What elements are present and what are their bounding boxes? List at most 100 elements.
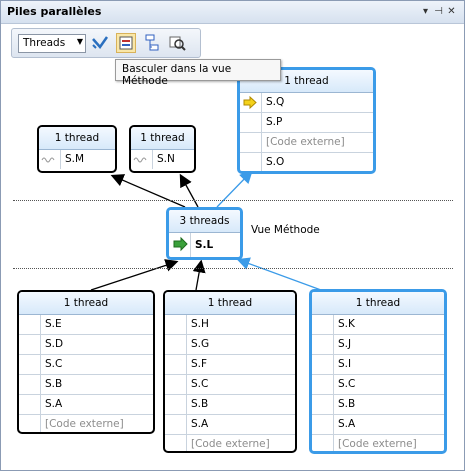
frame-label: S.A (45, 398, 63, 410)
tooltip-text: Basculer dans la vue Méthode (122, 63, 232, 87)
toolbar: Threads ▼ (11, 28, 201, 58)
frame-row[interactable]: S.N (131, 150, 194, 169)
frame-row[interactable]: S.A (165, 415, 295, 435)
frame-row[interactable]: [Code externe] (312, 435, 444, 451)
frame-row[interactable]: S.B (165, 395, 295, 415)
frame-label: [Code externe] (338, 438, 417, 450)
gutter (312, 395, 334, 414)
stack-node-center[interactable]: 3 threads S.L (166, 207, 243, 260)
frame-label: S.A (191, 418, 209, 430)
gutter (165, 415, 187, 434)
view-select[interactable]: Threads ▼ (18, 34, 86, 53)
gutter (165, 315, 187, 334)
gutter (19, 335, 41, 354)
frame-label: S.H (191, 318, 209, 330)
current-frame-arrow-icon (240, 93, 262, 112)
chevron-down-icon: ▼ (76, 37, 83, 46)
gutter (240, 133, 262, 152)
frame-row[interactable]: S.P (240, 113, 373, 133)
frame-row[interactable]: S.O (240, 153, 373, 171)
frame-label: S.G (191, 338, 210, 350)
frame-label: [Code externe] (191, 438, 270, 450)
stack-node-top-mid[interactable]: 1 thread S.N (129, 125, 196, 173)
gutter (240, 153, 262, 171)
frame-row[interactable]: S.C (19, 355, 153, 375)
divider (13, 200, 453, 201)
frame-label: [Code externe] (45, 418, 124, 430)
gutter (165, 375, 187, 394)
gutter (312, 415, 334, 434)
frame-row[interactable]: S.D (19, 335, 153, 355)
gutter (131, 150, 153, 169)
frame-label: S.C (45, 358, 63, 370)
gutter (312, 335, 334, 354)
gutter (312, 435, 334, 451)
node-header: 1 thread (312, 292, 444, 315)
frame-row[interactable]: [Code externe] (165, 435, 295, 451)
frame-label: S.F (191, 358, 208, 370)
frame-row[interactable]: S.Q (240, 93, 373, 113)
frame-label: S.A (338, 418, 356, 430)
frame-row[interactable]: S.C (165, 375, 295, 395)
gutter (165, 335, 187, 354)
frame-row[interactable]: S.A (312, 415, 444, 435)
frame-label: S.O (266, 156, 285, 168)
frame-label: S.P (266, 116, 283, 128)
stack-node-bottom-right[interactable]: 1 thread S.K S.J S.I S.C S.B S.A [Code e… (309, 289, 447, 454)
frame-row[interactable]: S.B (19, 375, 153, 395)
stack-node-top-right[interactable]: 1 thread S.Q S.P [Code externe] S.O (237, 67, 376, 174)
gutter (19, 355, 41, 374)
frame-row[interactable]: S.M (39, 150, 115, 169)
call-arrows (90, 170, 322, 291)
frame-label: [Code externe] (266, 136, 345, 148)
gutter (312, 315, 334, 334)
stack-node-bottom-mid[interactable]: 1 thread S.H S.G S.F S.C S.B S.A [Code e… (163, 290, 297, 453)
frame-row[interactable]: S.C (312, 375, 444, 395)
gutter (19, 375, 41, 394)
stack-node-top-left[interactable]: 1 thread S.M (37, 125, 117, 173)
frame-label: S.B (45, 378, 63, 390)
frame-row[interactable]: S.G (165, 335, 295, 355)
frame-label: S.D (45, 338, 64, 350)
stack-node-bottom-left[interactable]: 1 thread S.E S.D S.C S.B S.A [Code exter… (17, 290, 155, 434)
frame-row[interactable]: S.H (165, 315, 295, 335)
gutter (19, 395, 41, 414)
method-view-label: Vue Méthode (251, 224, 320, 236)
frame-row[interactable]: [Code externe] (240, 133, 373, 153)
gutter (39, 150, 61, 169)
title-bar: Piles parallèles ▾ ⊣ ✕ (1, 1, 464, 24)
gutter (240, 113, 262, 132)
frame-label: S.I (338, 358, 352, 370)
frame-row[interactable]: S.B (312, 395, 444, 415)
frame-row[interactable]: S.K (312, 315, 444, 335)
frame-label: S.K (338, 318, 355, 330)
close-icon[interactable]: ✕ (447, 6, 456, 17)
node-header: 1 thread (19, 292, 153, 315)
frame-label: S.J (338, 338, 352, 350)
frame-row[interactable]: S.F (165, 355, 295, 375)
pin-icon[interactable]: ⊣ (434, 6, 443, 17)
dropdown-arrow-icon[interactable]: ▾ (422, 6, 429, 17)
gutter (19, 315, 41, 334)
window-title: Piles parallèles (7, 5, 102, 18)
tooltip: Basculer dans la vue Méthode (115, 59, 281, 87)
frame-label: S.B (191, 398, 209, 410)
stack-diagram[interactable]: 1 thread S.M 1 thread S.N 1 thread S.Q S… (1, 61, 464, 470)
method-call-icon (169, 233, 191, 257)
frame-row[interactable]: S.E (19, 315, 153, 335)
zoom-icon[interactable] (167, 33, 187, 53)
goto-current-icon[interactable] (90, 33, 110, 53)
frame-label: S.Q (266, 96, 285, 108)
frame-row[interactable]: [Code externe] (19, 415, 153, 432)
toggle-layout-icon[interactable] (142, 33, 162, 53)
gutter (165, 435, 187, 451)
method-view-toggle-icon[interactable] (116, 33, 136, 53)
frame-row[interactable]: S.A (19, 395, 153, 415)
view-select-value: Threads (23, 37, 66, 49)
frame-row[interactable]: S.I (312, 355, 444, 375)
node-header: 3 threads (169, 210, 240, 233)
frame-row[interactable]: S.L (169, 233, 240, 257)
gutter (19, 415, 41, 432)
frame-row[interactable]: S.J (312, 335, 444, 355)
